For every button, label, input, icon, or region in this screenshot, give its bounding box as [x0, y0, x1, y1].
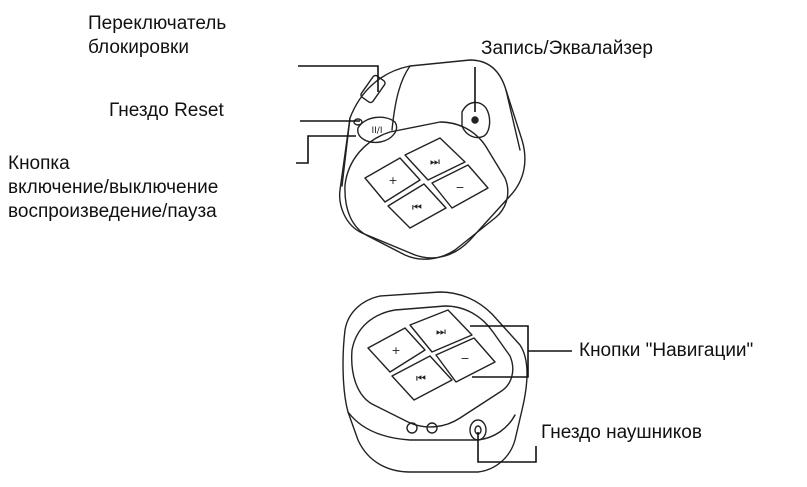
leader-headphone: [477, 432, 537, 463]
label-navigation-buttons: Кнопки "Навигации": [579, 340, 754, 361]
power-button-shape[interactable]: [357, 116, 398, 144]
bottom-btn-next-symbol: ⏭: [436, 325, 446, 338]
label-record-eq: Запись/Эквалайзер: [481, 38, 653, 59]
label-power-button: Кнопка включение/выключение воспроизведе…: [8, 153, 219, 222]
player-bottom-view: [342, 291, 528, 473]
power-symbol: II/I: [372, 126, 383, 136]
bottom-cube-edge: [347, 411, 516, 441]
bottom-btn-next[interactable]: [409, 309, 473, 353]
leader-lock: [298, 65, 379, 92]
reset-hole[interactable]: [353, 118, 363, 126]
player-top-view: [338, 59, 526, 260]
record-dot: [471, 116, 479, 124]
top-btn-minus-symbol: −: [455, 181, 464, 194]
lock-switch[interactable]: [360, 74, 386, 104]
bottom-btn-plus-symbol: +: [391, 344, 400, 357]
top-cube-edge: [391, 65, 411, 131]
top-btn-plus-symbol: +: [388, 174, 397, 187]
label-lock-switch: Переключатель блокировки: [88, 13, 227, 58]
bottom-btn-prev-symbol: ⏮: [416, 372, 426, 385]
top-cube-face: [344, 121, 509, 260]
bottom-btn-prev[interactable]: [391, 355, 453, 401]
top-btn-prev[interactable]: [387, 183, 447, 229]
top-btn-next[interactable]: [404, 137, 466, 181]
label-reset-jack: Гнездо Reset: [109, 100, 224, 121]
top-btn-minus[interactable]: [431, 164, 489, 209]
top-btn-plus[interactable]: [364, 157, 421, 203]
top-cube-edge: [341, 117, 351, 187]
bottom-btn-minus-symbol: −: [460, 352, 469, 365]
leader-nav: [470, 325, 572, 378]
top-cube-outline: [338, 59, 526, 259]
side-hole: [406, 422, 418, 434]
bottom-cube-face: [351, 305, 514, 428]
leader-power: [296, 135, 356, 164]
bottom-btn-minus[interactable]: [435, 337, 496, 383]
bottom-btn-plus[interactable]: [367, 327, 426, 373]
top-btn-prev-symbol: ⏮: [412, 201, 422, 214]
side-hole: [426, 422, 438, 434]
top-cube-edge: [505, 89, 521, 151]
label-headphone-jack: Гнездо наушников: [541, 422, 702, 443]
top-btn-next-symbol: ⏭: [430, 155, 440, 168]
